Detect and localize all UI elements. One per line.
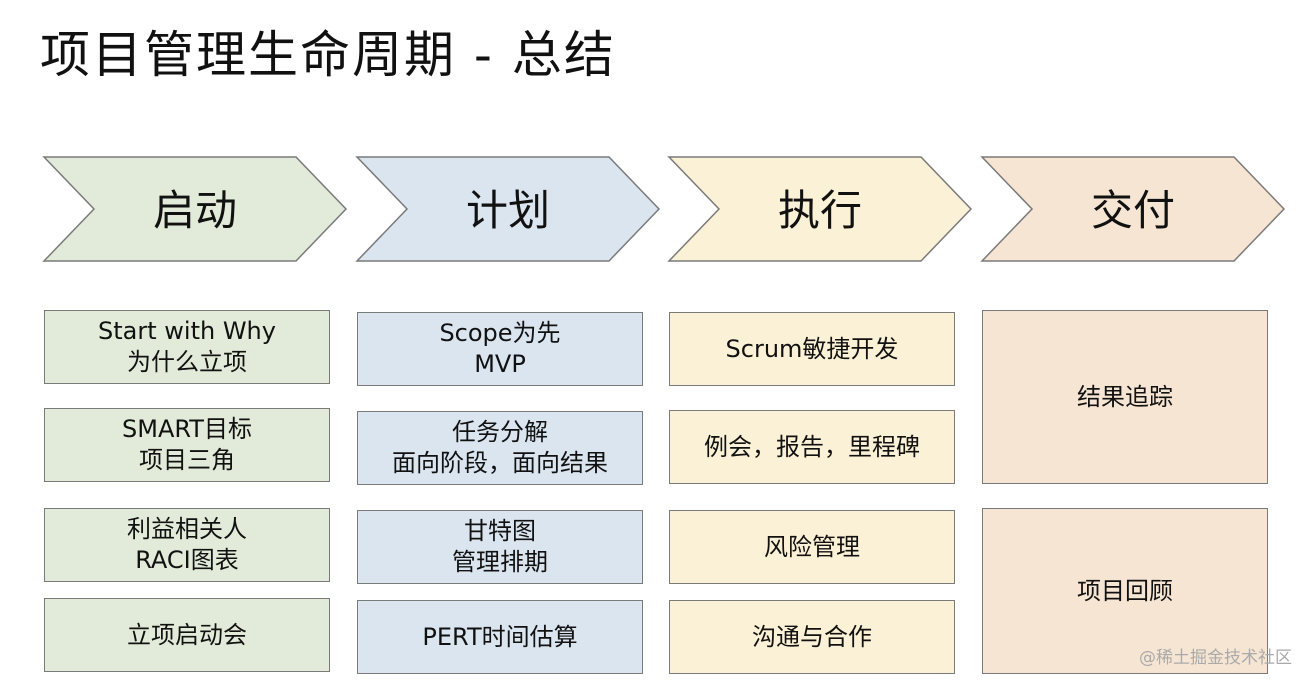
- item-line: 立项启动会: [127, 620, 247, 649]
- phase-chevrons: [42, 156, 1286, 262]
- item-line: 结果追踪: [1077, 382, 1173, 411]
- start-item-why: Start with Why 为什么立项: [44, 310, 330, 384]
- start-item-smart: SMART目标 项目三角: [44, 408, 330, 482]
- item-line: 风险管理: [764, 532, 860, 561]
- item-line: 管理排期: [452, 548, 548, 576]
- phase-chevron-deliver: [980, 156, 1286, 262]
- phase-label-plan: 计划: [465, 186, 550, 235]
- item-line: Scrum敏捷开发: [725, 334, 899, 363]
- phase-chevron-execute: [667, 156, 973, 262]
- start-item-kickoff: 立项启动会: [44, 598, 330, 672]
- execute-item-scrum: Scrum敏捷开发: [669, 312, 955, 386]
- item-line: Scope为先: [439, 319, 561, 347]
- item-line: 利益相关人: [127, 515, 247, 543]
- item-line: PERT时间估算: [422, 622, 578, 651]
- item-line: SMART目标: [122, 415, 252, 443]
- execute-item-meetings: 例会，报告，里程碑: [669, 410, 955, 484]
- deliver-item-retrospective: 项目回顾: [982, 508, 1268, 674]
- plan-item-gantt: 甘特图 管理排期: [357, 510, 643, 584]
- execute-item-risk: 风险管理: [669, 510, 955, 584]
- execute-item-communication: 沟通与合作: [669, 600, 955, 674]
- watermark: @稀土掘金技术社区: [1139, 648, 1292, 668]
- phase-chevron-start: [42, 156, 348, 262]
- plan-item-pert: PERT时间估算: [357, 600, 643, 674]
- item-line: 项目回顾: [1077, 576, 1173, 605]
- item-line: Start with Why: [98, 317, 276, 345]
- item-line: 项目三角: [139, 446, 235, 474]
- start-item-stakeholders: 利益相关人 RACI图表: [44, 508, 330, 582]
- phase-chevron-plan: [355, 156, 661, 262]
- item-line: 为什么立项: [127, 348, 247, 376]
- item-line: MVP: [474, 350, 526, 378]
- phase-label-start: 启动: [152, 186, 237, 235]
- item-line: 甘特图: [464, 517, 536, 545]
- plan-item-wbs: 任务分解 面向阶段，面向结果: [357, 411, 643, 485]
- item-line: 沟通与合作: [752, 622, 872, 651]
- item-line: RACI图表: [135, 546, 239, 574]
- deliver-item-tracking: 结果追踪: [982, 310, 1268, 484]
- page-title: 项目管理生命周期 - 总结: [40, 26, 616, 84]
- item-line: 面向阶段，面向结果: [392, 449, 608, 477]
- item-line: 任务分解: [452, 418, 548, 446]
- item-line: 例会，报告，里程碑: [704, 432, 920, 461]
- phase-label-deliver: 交付: [1090, 186, 1175, 235]
- phase-label-execute: 执行: [777, 186, 862, 235]
- plan-item-scope: Scope为先 MVP: [357, 312, 643, 386]
